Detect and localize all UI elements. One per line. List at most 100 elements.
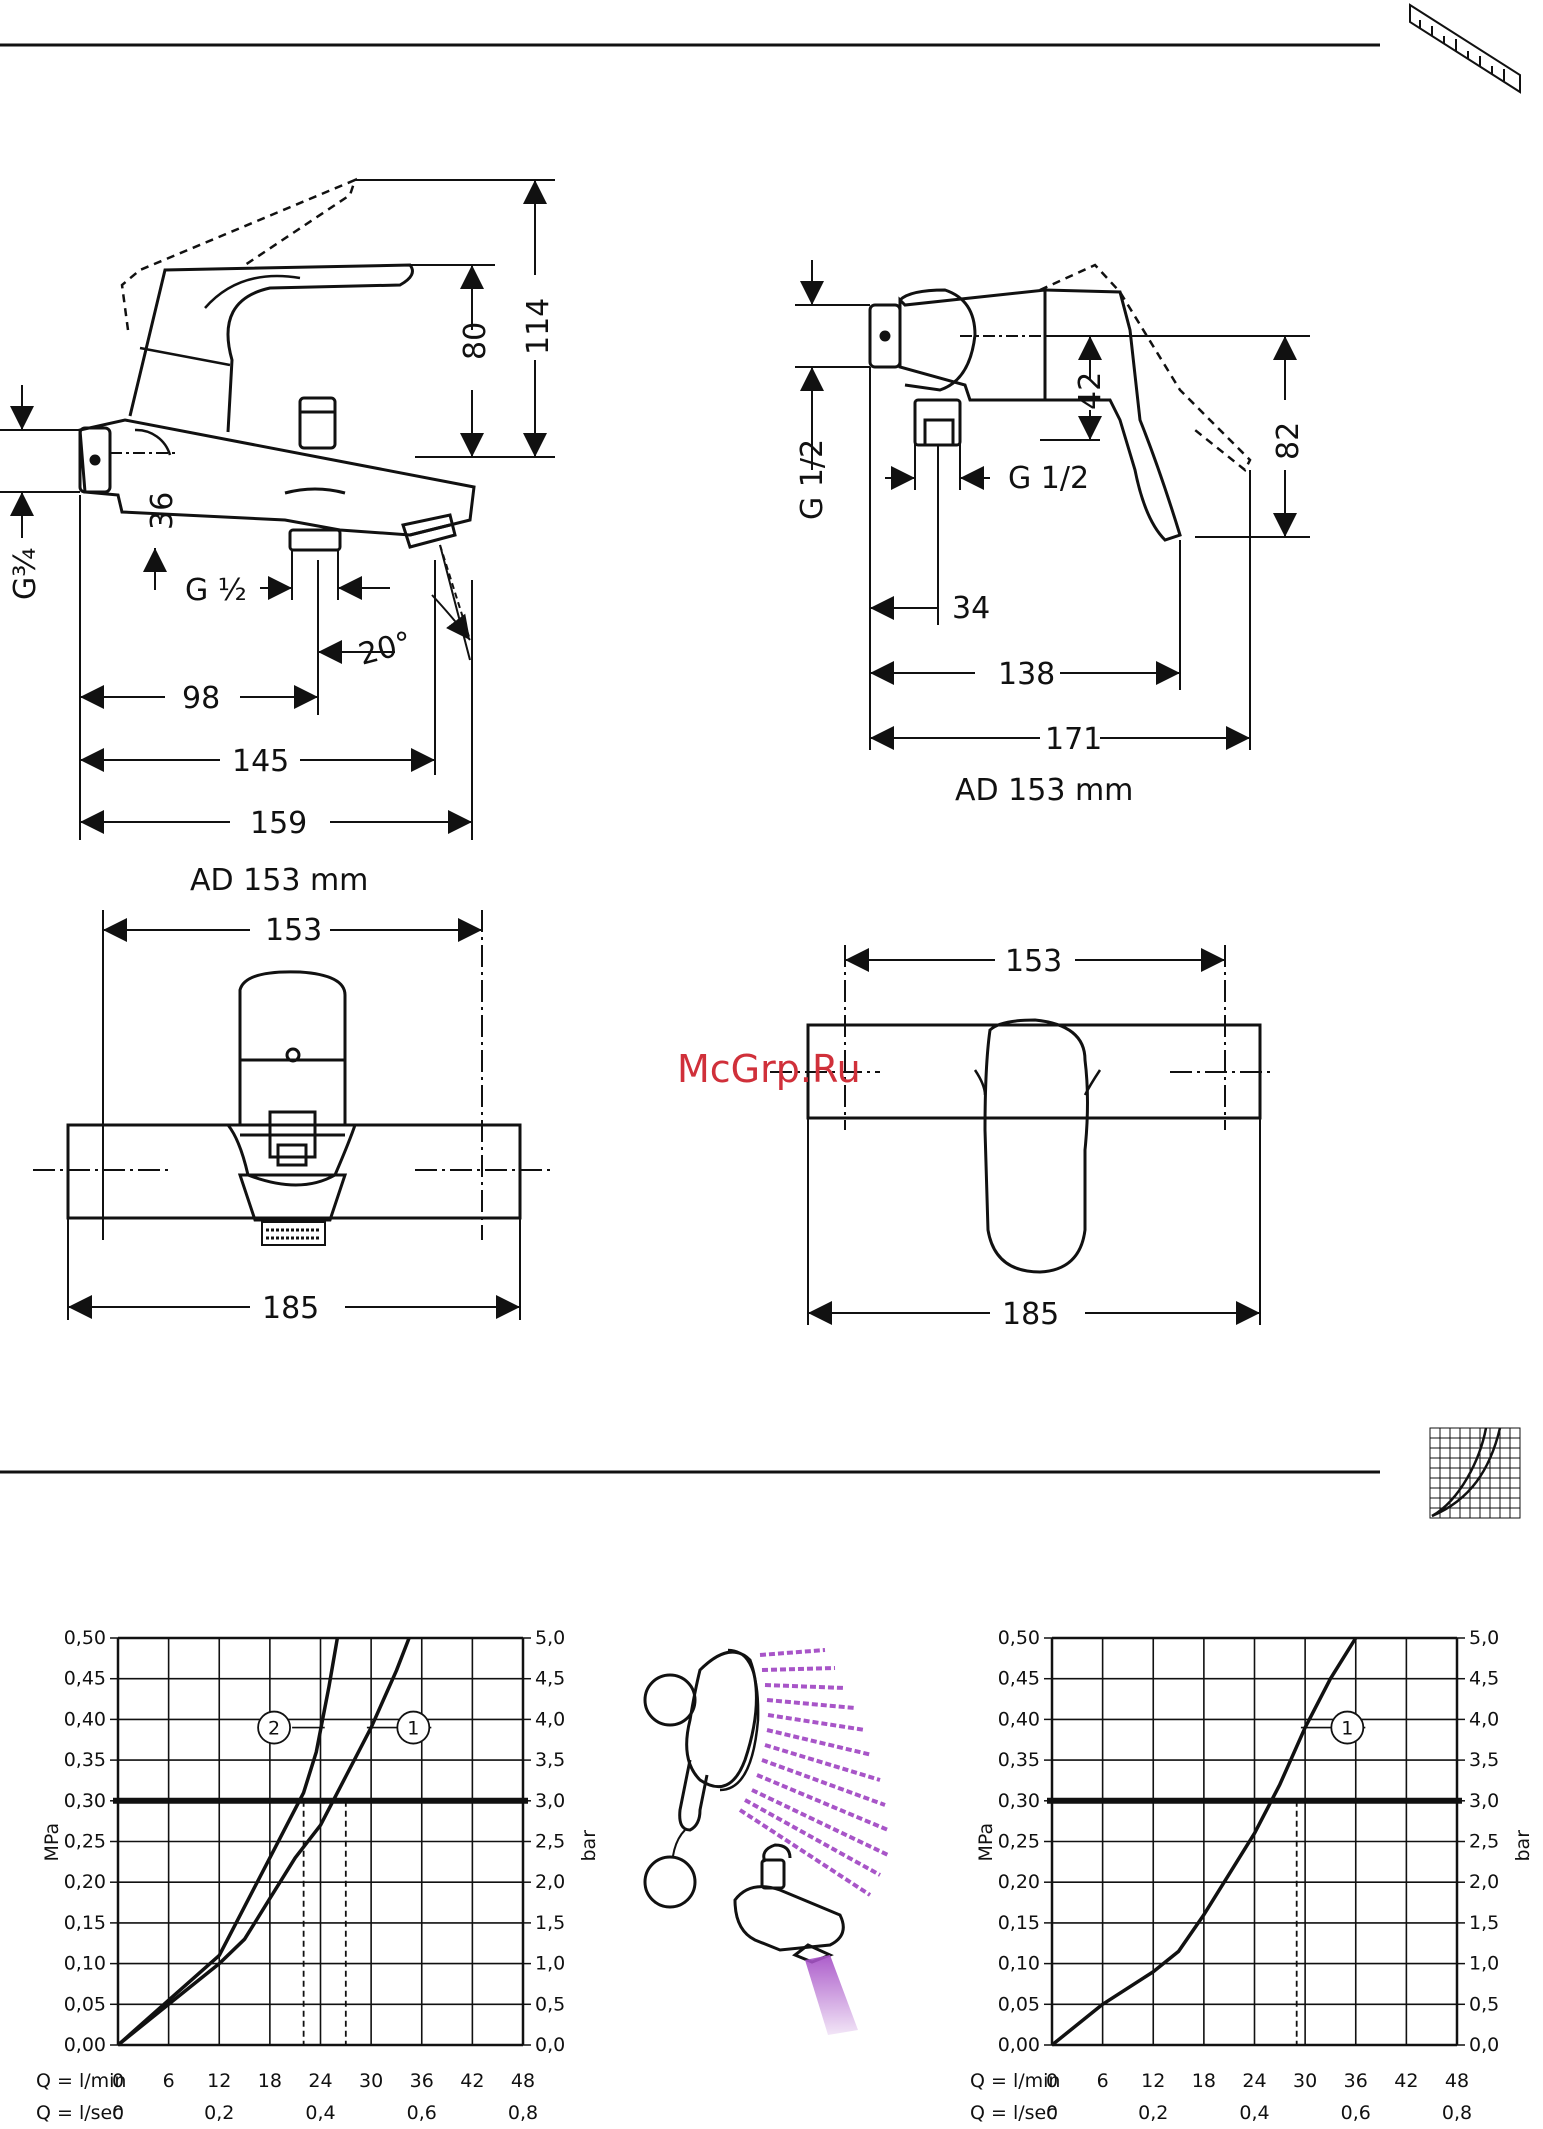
dim-42: 42 (1073, 372, 1108, 410)
x-lmin-axis-label: Q = l/min (970, 2070, 1060, 2092)
series-label: 1 (1341, 1718, 1353, 1740)
y-right-tick-label: 2,0 (1469, 1871, 1499, 1893)
y-left-tick-label: 0,25 (64, 1831, 106, 1853)
section-dividers (0, 43, 1380, 1474)
y-right-tick-label: 3,0 (535, 1790, 565, 1812)
x-lmin-tick-label: 12 (1141, 2070, 1165, 2092)
shower-mixer-front-view (806, 1018, 1262, 1274)
y-left-tick-label: 0,35 (64, 1749, 106, 1771)
y-left-tick-label: 0,15 (64, 1912, 106, 1934)
shower-body-outline (898, 288, 1047, 402)
y-right-tick-label: 2,0 (535, 1871, 565, 1893)
dim-bath-front-185: 185 (262, 1291, 319, 1326)
bath-dim-labels: 80 114 36 G¾ G ½ 20° 98 145 159 AD 153 m… (8, 298, 556, 898)
dim-shower-g12-vertical: G 1/2 (795, 439, 830, 520)
x-lmin-tick-label: 0 (112, 2070, 124, 2092)
y-left-tick-label: 0,35 (998, 1749, 1040, 1771)
dim-34: 34 (952, 591, 990, 626)
shower-ad-label: AD 153 mm (955, 773, 1133, 808)
x-lmin-tick-label: 6 (163, 2070, 175, 2092)
dim-138: 138 (998, 657, 1055, 692)
series-label: 1 (407, 1718, 419, 1740)
x-lmin-tick-label: 36 (1344, 2070, 1368, 2092)
bath-lever (128, 263, 414, 433)
bath-mixer-front-view (66, 970, 522, 1246)
bath-spout-icon (643, 1843, 845, 1964)
y-left-tick-label: 0,20 (998, 1871, 1040, 1893)
series-callout-circle (257, 1710, 291, 1745)
x-lmin-tick-label: 18 (1192, 2070, 1216, 2092)
bath-diverter-knob (298, 396, 337, 450)
y-right-tick-label: 0,0 (535, 2034, 565, 2056)
y-right-tick-label: 1,0 (1469, 1953, 1499, 1975)
dim-shower-g12: G 1/2 (1008, 461, 1089, 496)
x-lsec-tick-label: 0,6 (407, 2102, 437, 2124)
y-right-tick-label: 4,0 (1469, 1708, 1499, 1730)
y-left-tick-label: 0,25 (998, 1831, 1040, 1853)
spout-spray (805, 1955, 858, 2035)
x-lmin-tick-label: 42 (460, 2070, 484, 2092)
bath-body-outline (78, 418, 476, 537)
x-lmin-tick-label: 6 (1097, 2070, 1109, 2092)
y-left-tick-label: 0,20 (64, 1871, 106, 1893)
shower-front-dimensions (770, 945, 1275, 1325)
series-callout-circle (1330, 1710, 1365, 1745)
y-right-tick-label: 0,0 (1469, 2034, 1499, 2056)
y-left-tick-label: 0,45 (64, 1668, 106, 1690)
y-left-tick-label: 0,00 (998, 2034, 1040, 2056)
series-line-2 (116, 1637, 340, 2047)
dim-159: 159 (250, 806, 307, 841)
dim-171: 171 (1045, 722, 1102, 757)
y-left-tick-label: 0,00 (64, 2034, 106, 2056)
dim-20deg: 20° (355, 625, 415, 673)
y-right-tick-label: 1,0 (535, 1953, 565, 1975)
x-lmin-tick-label: 30 (359, 2070, 383, 2092)
shower-lever (1044, 288, 1182, 542)
y-left-tick-label: 0,50 (64, 1627, 106, 1649)
y-right-tick-label: 2,5 (535, 1831, 565, 1853)
shower-lever-raised (1039, 263, 1252, 472)
y-right-tick-label: 4,5 (1469, 1668, 1499, 1690)
x-lmin-tick-label: 24 (308, 2070, 332, 2092)
x-lmin-axis-label: Q = l/min (36, 2070, 126, 2092)
bath-ad-label: AD 153 mm (190, 863, 368, 898)
x-lsec-tick-label: 0 (112, 2102, 124, 2124)
y-left-tick-label: 0,15 (998, 1912, 1040, 1934)
y-right-axis-label: bar (1512, 1830, 1534, 1862)
x-lsec-tick-label: 0,8 (508, 2102, 538, 2124)
x-lmin-tick-label: 48 (511, 2070, 535, 2092)
shower-spray (738, 1648, 889, 1897)
y-right-tick-label: 1,5 (1469, 1912, 1499, 1934)
x-lsec-tick-label: 0,2 (1138, 2102, 1168, 2124)
bath-mixer-side-view (78, 177, 476, 552)
shower-dim-labels: G 1/2 G 1/2 42 82 34 138 171 AD 153 mm (795, 372, 1306, 808)
y-right-tick-label: 4,0 (535, 1708, 565, 1730)
x-lmin-tick-label: 24 (1242, 2070, 1266, 2092)
bath-lever-raised (120, 177, 358, 331)
shower-mixer-side-view (868, 263, 1252, 542)
y-right-tick-label: 3,5 (535, 1749, 565, 1771)
shower-head-icon (643, 1648, 760, 1881)
x-lmin-tick-label: 36 (410, 2070, 434, 2092)
y-left-tick-label: 0,10 (998, 1953, 1040, 1975)
x-lmin-tick-label: 0 (1046, 2070, 1058, 2092)
dim-82: 82 (1271, 422, 1306, 460)
y-left-axis-label: MPa (41, 1823, 63, 1862)
y-left-axis-label: MPa (975, 1823, 997, 1862)
x-lsec-axis-label: Q = l/sec (36, 2102, 123, 2124)
dim-shower-front-153: 153 (1005, 944, 1062, 979)
x-lsec-tick-label: 0,2 (204, 2102, 234, 2124)
x-lsec-tick-label: 0,4 (1239, 2102, 1269, 2124)
y-left-tick-label: 0,40 (998, 1708, 1040, 1730)
dim-shower-front-185: 185 (1002, 1297, 1059, 1332)
series-line-1 (116, 1637, 411, 2047)
y-left-tick-label: 0,05 (64, 1993, 106, 2015)
flow-chart-icon (1429, 1427, 1521, 1519)
y-right-axis-label: bar (578, 1830, 600, 1862)
y-right-tick-label: 3,0 (1469, 1790, 1499, 1812)
x-lsec-tick-label: 0,4 (305, 2102, 335, 2124)
watermark: McGrp.Ru (677, 1047, 861, 1091)
dim-80: 80 (458, 322, 493, 360)
dim-36: 36 (145, 492, 180, 530)
